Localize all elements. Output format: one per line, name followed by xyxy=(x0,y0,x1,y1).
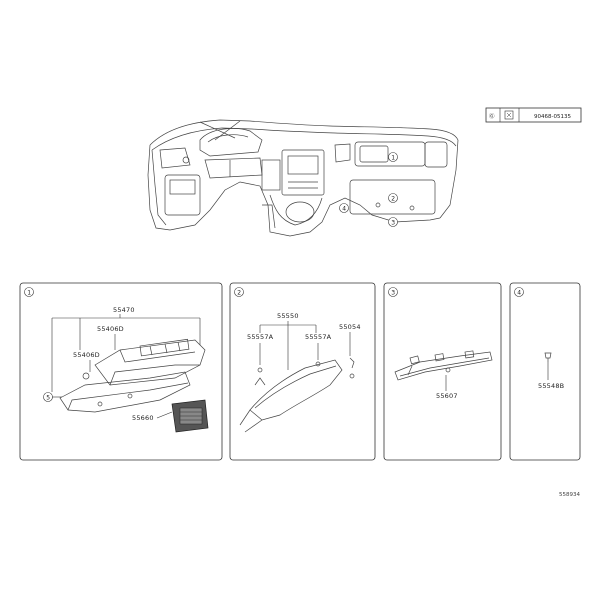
panel-1-label-55406D-a: 55406D xyxy=(97,325,124,333)
panel-1-label-55470: 55470 xyxy=(113,306,135,314)
panel-3: 3 55607 xyxy=(383,282,502,461)
panel-3-index: 3 xyxy=(391,289,395,296)
glove-box-assembly-drawing xyxy=(59,338,209,433)
bolt-icon xyxy=(504,110,514,120)
reinforcement-bar-drawing xyxy=(394,350,493,381)
panel-4-index: 4 xyxy=(517,289,521,296)
hardware-part-number: 90468-05135 xyxy=(534,114,571,120)
panel-2-label-55550: 55550 xyxy=(277,312,299,320)
panel-1-label-55660: 55660 xyxy=(132,414,154,422)
panel-1: 1 55470 55406D 55406D 55660 5 xyxy=(19,282,223,461)
hardware-box: Ⓖ 90468-05135 xyxy=(485,107,582,123)
overview-callout-1: 1 xyxy=(388,152,398,162)
svg-text:2: 2 xyxy=(391,195,395,202)
panel-1-sub-callout: 5 xyxy=(43,392,53,402)
lower-panel-drawing xyxy=(239,357,355,433)
panel-2-label-55557A-b: 55557A xyxy=(305,333,332,341)
overview-callout-2: 2 xyxy=(388,193,398,203)
clip-drawing xyxy=(544,352,552,362)
svg-text:3: 3 xyxy=(391,219,395,226)
svg-text:4: 4 xyxy=(342,205,346,212)
svg-text:1: 1 xyxy=(391,154,395,161)
panel-2-label-55054: 55054 xyxy=(339,323,361,331)
panel-2-label-55557A-a: 55557A xyxy=(247,333,274,341)
panel-4: 4 55548B xyxy=(509,282,581,461)
panel-3-label-55607: 55607 xyxy=(436,392,458,400)
overview-callout-4: 4 xyxy=(339,203,349,213)
panel-1-label-55406D-b: 55406D xyxy=(73,351,100,359)
sheet-reference: 558934 xyxy=(559,492,580,498)
svg-text:5: 5 xyxy=(46,394,50,401)
panel-2-index: 2 xyxy=(237,289,241,296)
overview-callout-3: 3 xyxy=(388,217,398,227)
hardware-icon-label: Ⓖ xyxy=(489,112,495,120)
panel-4-label-55548B: 55548B xyxy=(538,382,564,390)
panel-2: 2 55550 55557A 55557A 55054 xyxy=(229,282,376,461)
instrument-panel-overview-drawing xyxy=(147,119,459,237)
panel-1-index: 1 xyxy=(27,289,31,296)
